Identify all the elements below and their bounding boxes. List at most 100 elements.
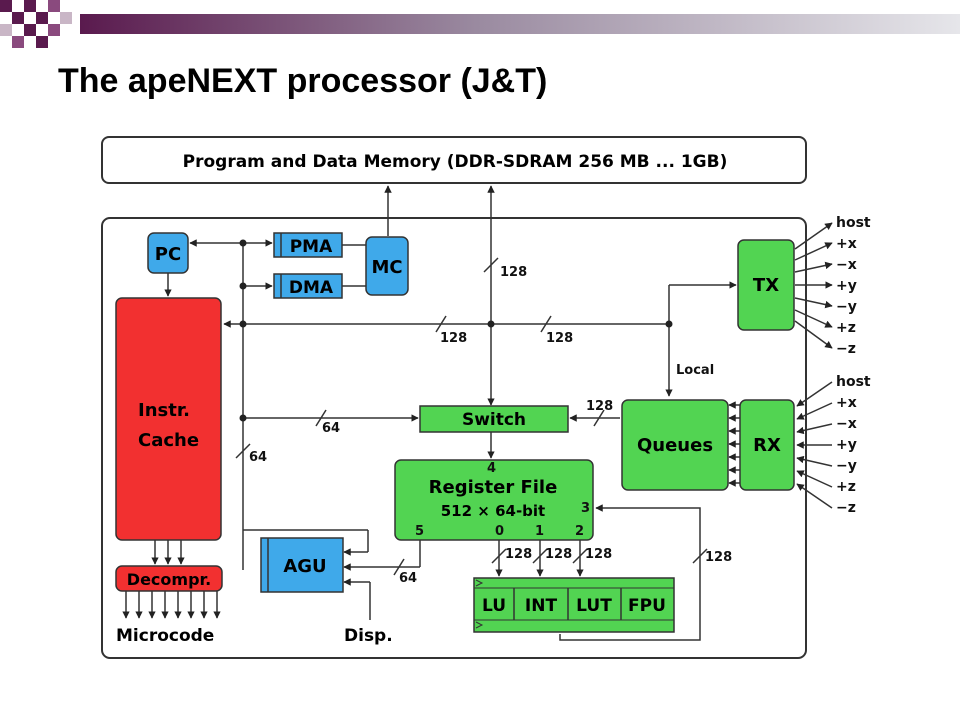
junctions	[239, 239, 673, 422]
port-label: 2	[575, 524, 584, 539]
pc-block	[147, 232, 189, 274]
junction-dot	[665, 320, 673, 328]
decompr-label: Decompr.	[127, 570, 211, 589]
agu-label: AGU	[283, 556, 326, 577]
header-square	[48, 0, 60, 12]
bus-width-label: 128	[505, 547, 532, 562]
bus-width-label: 128	[546, 331, 573, 346]
switch-block	[419, 405, 569, 433]
bus-slash	[235, 443, 251, 459]
wire-rx-link	[796, 402, 833, 420]
execution-units-block	[473, 577, 675, 633]
fpu-label: FPU	[628, 596, 666, 616]
header-square	[12, 36, 24, 48]
pc-label: PC	[155, 244, 181, 265]
slide-title: The apeNEXT processor (J&T)	[58, 62, 548, 100]
int-label: INT	[525, 596, 558, 616]
clock-marker	[475, 621, 484, 629]
header-square	[36, 12, 48, 24]
wire-rx-link	[796, 423, 833, 435]
header-gradient	[80, 14, 960, 34]
disp-label: Disp.	[344, 626, 393, 646]
wire-rx-link	[796, 381, 833, 407]
wires	[122, 185, 833, 641]
rx-link-label: host	[836, 374, 871, 390]
register-file-label: Register File	[429, 477, 558, 498]
header-square	[0, 0, 12, 12]
lu-label: LU	[482, 596, 506, 616]
bus-slash	[435, 315, 447, 333]
port-label: 4	[487, 461, 496, 476]
bus-slash	[593, 409, 605, 427]
queues-label: Queues	[637, 435, 713, 456]
bus-slash	[692, 548, 708, 564]
port-label: 5	[415, 524, 424, 539]
wire-tx-link	[794, 309, 833, 328]
wire-tx-link	[794, 242, 833, 261]
bus-width-label: 128	[545, 547, 572, 562]
junction-dot	[239, 414, 247, 422]
junction-dot	[239, 320, 247, 328]
tx-link-label: −x	[836, 257, 857, 273]
bus-slash	[572, 548, 588, 564]
wire-tx-link	[794, 222, 833, 250]
wire-tx-link	[794, 320, 833, 349]
tx-link-label: −y	[836, 299, 857, 315]
register-file-size: 512 × 64-bit	[441, 502, 545, 520]
port-label: 1	[535, 524, 544, 539]
pma-block	[273, 232, 343, 258]
tx-link-label: +z	[836, 320, 856, 336]
tx-block	[737, 239, 795, 331]
header-bar	[0, 0, 960, 48]
header-square	[60, 12, 72, 24]
dma-block	[273, 273, 343, 299]
port-label: 3	[581, 501, 590, 516]
mc-label: MC	[371, 257, 402, 278]
wire-rx-link	[796, 483, 833, 509]
register-file-block	[394, 459, 594, 541]
switch-label: Switch	[462, 410, 526, 430]
rx-link-labels: host +x −x +y −y +z −z	[836, 374, 871, 516]
tx-label: TX	[753, 275, 779, 296]
bus-width-label: 128	[705, 550, 732, 565]
rx-link-label: +x	[836, 395, 857, 411]
wire-return	[559, 504, 701, 641]
lut-label: LUT	[576, 596, 612, 616]
wire-tx-link	[794, 297, 833, 309]
bus-labels: 128 128 128 64 64 128 64 128 128 128 128…	[249, 265, 732, 586]
bus-width-label: 64	[249, 450, 267, 465]
bus-slash	[315, 409, 327, 427]
bus-slash	[491, 548, 507, 564]
tx-link-label: −z	[836, 341, 856, 357]
header-square	[24, 24, 36, 36]
header-square	[48, 24, 60, 36]
rx-block	[739, 399, 795, 491]
tx-link-labels: host +x −x +y −y +z −z	[836, 215, 871, 357]
tx-link-label: +x	[836, 236, 857, 252]
port-label: 0	[495, 524, 504, 539]
memory-box	[101, 136, 807, 184]
tx-link-label: host	[836, 215, 871, 231]
rx-link-label: +y	[836, 437, 857, 453]
bus-width-label: 128	[500, 265, 527, 280]
clock-marker	[475, 579, 484, 587]
wire-tx-link	[794, 261, 833, 273]
wire-rx-link	[796, 455, 833, 467]
local-label: Local	[676, 363, 714, 378]
header-square	[24, 0, 36, 12]
rx-link-label: +z	[836, 479, 856, 495]
pma-label: PMA	[290, 237, 333, 257]
header-square	[36, 36, 48, 48]
queues-block	[621, 399, 729, 491]
rx-label: RX	[753, 435, 781, 456]
memory-label: Program and Data Memory (DDR-SDRAM 256 M…	[183, 152, 728, 172]
bus-width-label: 128	[585, 547, 612, 562]
junction-dot	[239, 282, 247, 290]
instr-cache-block	[115, 297, 222, 541]
agu-block	[260, 537, 344, 593]
bus-slash	[393, 558, 405, 576]
instr-cache-label: Instr.	[138, 400, 190, 421]
bus-width-label: 128	[586, 399, 613, 414]
bus-width-label: 64	[399, 571, 417, 586]
